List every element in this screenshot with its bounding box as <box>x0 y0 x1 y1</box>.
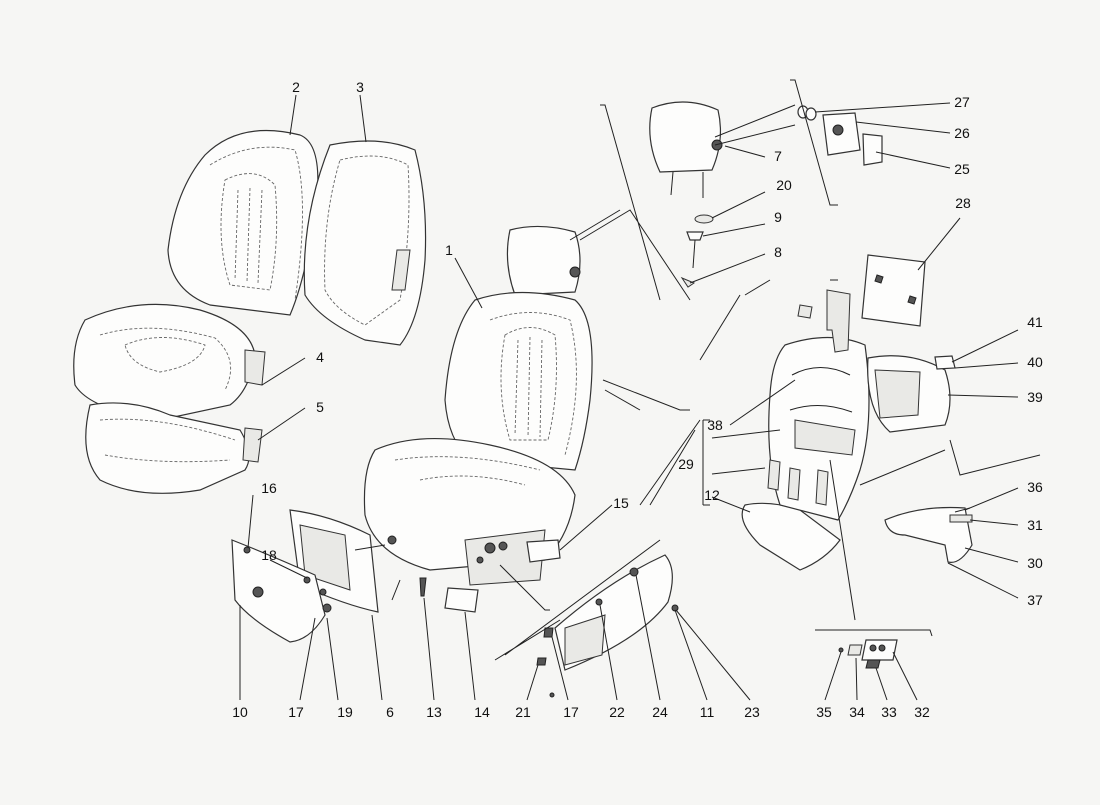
part-back-panel <box>303 140 427 346</box>
callout-32: 32 <box>914 704 930 720</box>
callout-27: 27 <box>954 94 970 110</box>
callout-14: 14 <box>474 704 490 720</box>
callout-24: 24 <box>652 704 668 720</box>
part-seat-cushion <box>73 303 266 421</box>
callout-15: 15 <box>613 495 629 511</box>
callout-40: 40 <box>1027 354 1043 370</box>
callout-1: 1 <box>445 242 453 258</box>
callout-38: 38 <box>707 417 723 433</box>
callout-16: 16 <box>261 480 277 496</box>
callout-3: 3 <box>356 79 364 95</box>
part-switch-assembly <box>838 639 898 669</box>
part-headrest-release <box>797 105 883 166</box>
callout-34: 34 <box>849 704 865 720</box>
callout-9: 9 <box>774 209 782 225</box>
callout-26: 26 <box>954 125 970 141</box>
callout-labels: 1 2 3 4 5 6 7 8 9 10 11 12 13 14 15 16 1… <box>232 79 1043 720</box>
part-backrest-frame <box>741 289 870 571</box>
part-small-trims <box>419 539 561 613</box>
part-side-covers <box>231 509 379 643</box>
part-complete-seat <box>363 225 593 586</box>
callout-17b: 17 <box>563 704 579 720</box>
callout-35: 35 <box>816 704 832 720</box>
callout-39: 39 <box>1027 389 1043 405</box>
callout-29: 29 <box>678 456 694 472</box>
callout-8: 8 <box>774 244 782 260</box>
part-outer-side-trim <box>536 554 679 698</box>
leader-lines <box>239 79 1041 701</box>
part-seat-back-cover <box>167 129 319 316</box>
part-headrest <box>649 101 723 198</box>
part-cushion-base <box>85 402 263 494</box>
callout-23: 23 <box>744 704 760 720</box>
callout-17a: 17 <box>288 704 304 720</box>
part-side-trim <box>884 506 973 563</box>
callout-22: 22 <box>609 704 625 720</box>
callout-5: 5 <box>316 399 324 415</box>
callout-10: 10 <box>232 704 248 720</box>
callout-30: 30 <box>1027 555 1043 571</box>
callout-7: 7 <box>774 148 782 164</box>
callout-31: 31 <box>1027 517 1043 533</box>
callout-36: 36 <box>1027 479 1043 495</box>
callout-20: 20 <box>776 177 792 193</box>
callout-13: 13 <box>426 704 442 720</box>
callout-33: 33 <box>881 704 897 720</box>
callout-2: 2 <box>292 79 300 95</box>
part-backrest-panel <box>861 254 926 327</box>
callout-28: 28 <box>955 195 971 211</box>
callout-19: 19 <box>337 704 353 720</box>
callout-4: 4 <box>316 349 324 365</box>
callout-18: 18 <box>261 547 277 563</box>
part-guide-bushings <box>680 214 714 288</box>
callout-25: 25 <box>954 161 970 177</box>
part-lumbar-unit <box>867 355 956 433</box>
callout-11: 11 <box>700 704 715 720</box>
callout-21: 21 <box>515 704 531 720</box>
callout-37: 37 <box>1027 592 1043 608</box>
callout-12: 12 <box>704 487 720 503</box>
callout-6: 6 <box>386 704 394 720</box>
callout-41: 41 <box>1027 314 1043 330</box>
